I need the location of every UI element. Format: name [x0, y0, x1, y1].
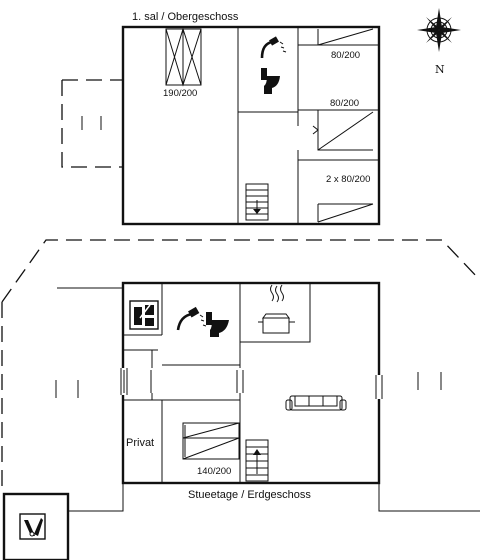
skylight-bed	[165, 27, 202, 87]
bed-top-right-shape	[317, 28, 374, 46]
door-gap-right	[374, 375, 385, 399]
shower-icon	[176, 306, 207, 331]
upper-floor: 1. sal / Obergeschoss 190/200 80/200 80/…	[61, 11, 381, 226]
bed-140-200	[182, 422, 240, 460]
wall-hall	[123, 349, 240, 366]
outer-fence-bottom-left	[68, 483, 124, 512]
upper-terrace-window-marks	[81, 116, 102, 130]
shower-icon	[260, 36, 287, 59]
stairs-up-icon	[245, 439, 269, 482]
washing-machine-icon	[129, 300, 159, 330]
terrace-left-marks	[55, 380, 79, 398]
terrace-right-marks	[417, 372, 442, 390]
wall-kitchen	[240, 283, 311, 343]
kitchen-pot-icon	[258, 284, 295, 334]
skylight-bed-cross	[165, 27, 202, 87]
bed-top-right-label: 80/200	[331, 50, 360, 61]
outdoor-shower-icon	[19, 513, 46, 540]
outdoor-annex-outline	[2, 492, 70, 560]
upper-floor-outline	[121, 25, 381, 226]
toilet-icon	[206, 312, 229, 337]
ground-floor-title: Stueetage / Erdgeschoss	[188, 489, 311, 501]
compass-icon	[417, 8, 461, 52]
private-room-label: Privat	[126, 437, 154, 449]
bedroom-door-marks	[185, 364, 218, 401]
stairs-down-icon	[245, 183, 269, 221]
toilet-icon	[261, 68, 280, 94]
bed-middle-right-label: 80/200	[330, 98, 359, 109]
compass-north-label: N	[435, 63, 445, 76]
hall-door-marks	[123, 370, 152, 393]
skylight-bed-label: 190/200	[163, 88, 197, 99]
bed-bottom-right-label: 2 x 80/200	[326, 174, 370, 185]
bed-140-200-label: 140/200	[197, 466, 231, 477]
roof-outline	[1, 239, 479, 494]
ground-floor: Privat 140/200 Stueetage / Erdgeschoss	[1, 239, 480, 560]
door-right	[375, 375, 383, 399]
bed-bottom-right-shape	[317, 203, 374, 223]
bed-middle-right-shape	[312, 110, 374, 151]
outer-fence-bottom-right	[378, 483, 480, 512]
door-left	[120, 368, 128, 395]
upper-terrace-outline	[61, 79, 123, 168]
sofa-icon	[285, 395, 347, 411]
ground-floor-outline	[121, 281, 381, 485]
upper-floor-title: 1. sal / Obergeschoss	[132, 11, 239, 23]
central-door-marks	[236, 370, 244, 393]
